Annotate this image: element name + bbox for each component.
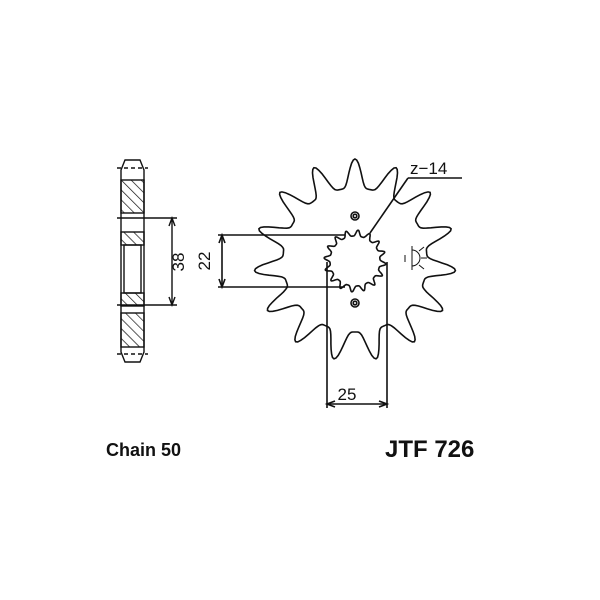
sprocket-front-view (218, 158, 462, 408)
sun-symbol-icon (404, 246, 427, 270)
side-view (117, 159, 177, 363)
dimension-22-label: 22 (195, 252, 214, 271)
bolt-hole-top (350, 211, 360, 221)
dimension-38-label: 38 (169, 253, 188, 272)
teeth-count-label: z−14 (410, 159, 447, 178)
dimension-25-label: 25 (338, 385, 357, 404)
spline-hole-outline (323, 229, 387, 293)
part-number-label: JTF 726 (385, 436, 475, 463)
chain-size-label: Chain 50 (106, 440, 182, 460)
bolt-hole-bottom (350, 298, 360, 308)
sprocket-teeth-outline (253, 158, 457, 360)
